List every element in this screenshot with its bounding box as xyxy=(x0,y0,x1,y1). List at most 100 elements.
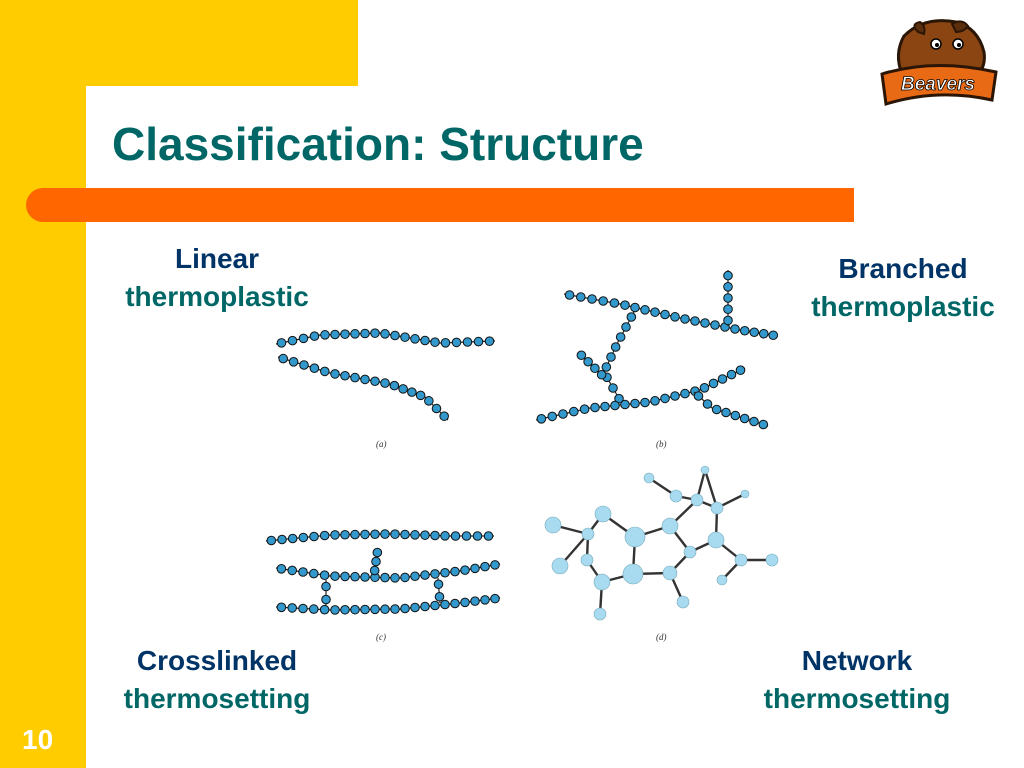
branched-chain-bottom-bead xyxy=(558,409,568,419)
branched-chain-top-bead xyxy=(749,327,760,338)
crosslink-1-bead xyxy=(372,547,383,558)
label-crosslinked-main: Crosslinked xyxy=(136,645,298,676)
crosslinked-chain-2-bead xyxy=(440,567,450,578)
crosslinked-chain-3-bead xyxy=(350,604,360,615)
network-node xyxy=(707,531,725,549)
branched-branch-right-bead xyxy=(749,416,759,427)
crosslinked-chain-3-bead xyxy=(410,602,420,613)
linear-chain-2-bead xyxy=(299,360,309,370)
crosslinked-chain-1-bead xyxy=(340,529,350,540)
crosslinked-chain-3-bead xyxy=(470,596,480,606)
linear-chain-1-bead xyxy=(410,334,420,344)
linear-chain-1-bead xyxy=(420,335,430,346)
linear-chain-1-bead xyxy=(340,329,350,339)
branched-branch-left-bead xyxy=(590,363,600,374)
label-network-sub: thermosetting xyxy=(763,683,951,714)
crosslinked-chain-3-bead xyxy=(440,599,450,610)
branched-chain-top-bead xyxy=(576,292,586,302)
branched-chain-bottom-bead xyxy=(680,388,690,399)
branched-chain-top-bead xyxy=(598,296,609,306)
caption-c: (c) xyxy=(376,632,386,642)
branched-chain-bottom-bead xyxy=(650,396,660,406)
linear-chain-2-bead xyxy=(424,396,434,406)
branched-chain-top-bead xyxy=(564,290,575,300)
crosslinked-chain-2-bead xyxy=(340,571,350,582)
network-bond xyxy=(703,469,719,509)
crosslinked-chain-3-bead xyxy=(370,604,380,615)
branched-chain-top-bead xyxy=(670,312,680,322)
linear-chain-2-bead xyxy=(309,363,320,374)
branched-chain-top-bead xyxy=(710,320,720,330)
branched-chain-bottom-bead xyxy=(620,399,630,410)
crosslinked-chain-2-bead xyxy=(430,569,440,579)
page-number: 10 xyxy=(22,724,54,755)
caption-d: (d) xyxy=(656,632,667,642)
label-branched: Branched thermoplastic xyxy=(790,250,1016,326)
crosslinked-chain-1-bead xyxy=(461,531,472,541)
crosslinked-chain-3-bead xyxy=(340,604,350,615)
crosslinked-chain-2-bead xyxy=(309,568,319,579)
label-branched-main: Branched xyxy=(838,253,968,284)
network-node xyxy=(643,472,655,484)
crosslinked-chain-1-bead xyxy=(440,531,450,541)
network-node xyxy=(716,574,728,586)
branched-branch-mid-bead xyxy=(606,352,616,362)
branched-branch-mid-bead xyxy=(615,332,626,342)
branched-chain-bottom-bead xyxy=(610,400,620,411)
crosslinked-chain-1-bead xyxy=(400,529,410,540)
crosslinked-chain-3-bead xyxy=(450,598,460,609)
linear-chain-2-bead xyxy=(439,411,449,421)
crosslinked-chain-1-bead xyxy=(330,530,340,540)
crosslinked-chain-1-bead xyxy=(380,529,390,539)
label-linear-sub: thermoplastic xyxy=(125,281,309,312)
linear-chain-1-bead xyxy=(320,330,330,340)
branched-chain-bottom-bead xyxy=(735,365,746,376)
crosslinked-chain-2-bead xyxy=(319,570,330,581)
crosslinked-chain-3-bead xyxy=(309,604,319,614)
linear-chain-1-bead xyxy=(400,332,410,342)
branched-chain-top-bead xyxy=(739,325,750,336)
network-node xyxy=(661,517,679,535)
branched-chain-bottom-bead xyxy=(717,374,728,384)
crosslinked-chain-2-bead xyxy=(298,567,308,577)
network-node xyxy=(594,505,612,523)
crosslinked-chain-2-bead xyxy=(450,566,460,577)
branched-branch-right-bead xyxy=(693,391,704,401)
branched-chain-top-bead xyxy=(640,305,650,315)
linear-chain-2-bead xyxy=(380,378,390,388)
branched-chain-top-bead xyxy=(768,330,779,341)
crosslinked-chain-3-bead xyxy=(380,604,390,615)
crosslinked-chain-1-bead xyxy=(472,531,483,541)
chain-beads-layer xyxy=(265,270,779,621)
linear-chain-1-bead xyxy=(462,337,473,347)
linear-chain-2-bead xyxy=(407,387,417,397)
branched-chain-top-bead xyxy=(690,316,700,326)
linear-chain-1-bead xyxy=(298,333,309,344)
branched-chain-bottom-bead xyxy=(536,414,547,424)
branched-branch-right-bead xyxy=(758,419,769,430)
branched-chain-bottom-bead xyxy=(640,397,650,408)
crosslink-1-bead xyxy=(371,556,381,567)
linear-chain-2-bead xyxy=(398,384,408,394)
network-node xyxy=(593,573,611,591)
linear-chain-1-bead xyxy=(276,338,287,348)
branched-chain-bottom-bead xyxy=(590,402,600,413)
crosslinked-chain-1-bead xyxy=(360,529,370,540)
branched-branch-left-bead xyxy=(576,350,587,361)
linear-chain-2-bead xyxy=(370,376,380,387)
branched-branch-left-bead xyxy=(596,369,607,380)
network-node xyxy=(676,595,690,609)
linear-chain-1-bead xyxy=(287,335,298,346)
branched-branch-right-bead xyxy=(739,413,750,424)
caption-a: (a) xyxy=(376,439,387,449)
branched-chain-top-bead xyxy=(620,300,630,310)
crosslinked-chain-3-bead xyxy=(330,605,340,615)
network-node xyxy=(581,527,595,541)
crosslinked-chain-2-bead xyxy=(410,571,420,582)
network-node xyxy=(580,553,594,567)
crosslinked-chain-1-bead xyxy=(287,533,298,544)
crosslinked-chain-3-bead xyxy=(460,597,470,608)
network-node xyxy=(710,501,724,515)
branched-chain-top-bead xyxy=(758,328,769,339)
